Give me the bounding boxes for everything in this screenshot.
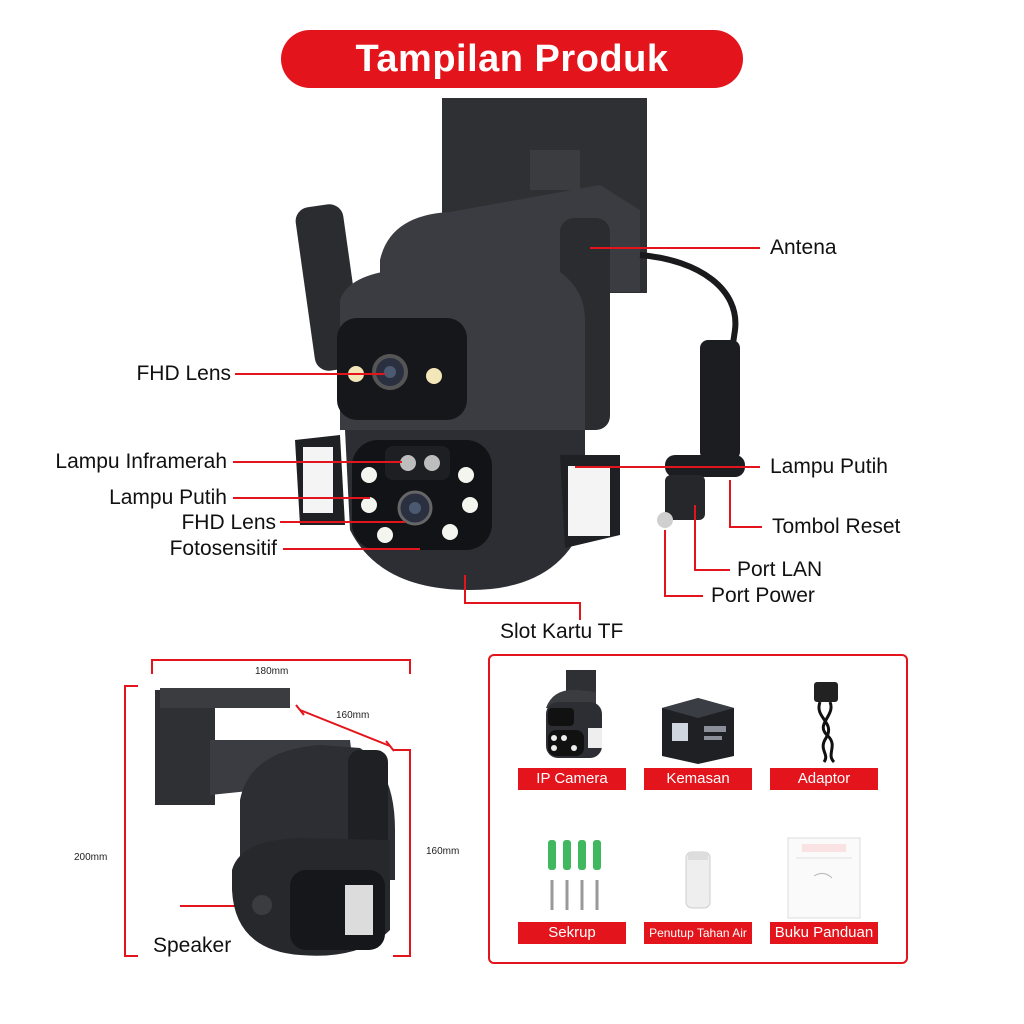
accessory-label: Buku Panduan bbox=[770, 922, 878, 944]
label-slot-kartu-tf: Slot Kartu TF bbox=[500, 620, 624, 643]
accessory-kemasan: Kemasan bbox=[644, 668, 756, 790]
accessory-penutup-tahan-air: Penutup Tahan Air bbox=[644, 822, 756, 944]
camera-icon bbox=[546, 670, 602, 758]
label-port-lan: Port LAN bbox=[737, 558, 823, 581]
accessory-label: IP Camera bbox=[518, 768, 626, 790]
accessory-label: Penutup Tahan Air bbox=[644, 922, 752, 944]
label-antena: Antena bbox=[770, 236, 837, 259]
accessory-sekrup: Sekrup bbox=[518, 822, 630, 944]
dimension-height-body: 160mm bbox=[426, 846, 460, 857]
label-fotosensitif: Fotosensitif bbox=[169, 537, 277, 560]
accessory-buku-panduan: Buku Panduan bbox=[770, 822, 882, 944]
label-fhd-lens-top: FHD Lens bbox=[136, 362, 231, 385]
dimension-height-total: 200mm bbox=[74, 852, 108, 863]
accessories-panel: IP Camera Kemasan Adaptor bbox=[488, 654, 908, 964]
dimension-figure bbox=[124, 659, 411, 957]
accessory-ip-camera: IP Camera bbox=[518, 668, 630, 790]
label-fhd-lens-bottom: FHD Lens bbox=[181, 511, 276, 534]
label-tombol-reset: Tombol Reset bbox=[772, 515, 901, 538]
label-speaker: Speaker bbox=[153, 934, 232, 957]
page-title: Tampilan Produk bbox=[281, 30, 743, 88]
accessory-label: Kemasan bbox=[644, 768, 752, 790]
label-lampu-putih-right: Lampu Putih bbox=[770, 455, 888, 478]
label-lampu-inframerah: Lampu Inframerah bbox=[55, 450, 227, 473]
camera-illustration bbox=[233, 98, 762, 620]
adapter-icon bbox=[814, 682, 838, 764]
box-icon bbox=[662, 698, 734, 764]
screws-icon bbox=[548, 840, 601, 910]
label-lampu-putih-left: Lampu Putih bbox=[109, 486, 227, 509]
dimension-width: 180mm bbox=[255, 666, 289, 677]
waterproof-cap-icon bbox=[685, 851, 711, 909]
label-port-power: Port Power bbox=[711, 584, 815, 607]
accessory-label: Sekrup bbox=[518, 922, 626, 944]
accessory-label: Adaptor bbox=[770, 768, 878, 790]
dimension-depth: 160mm bbox=[336, 710, 370, 721]
manual-icon bbox=[787, 837, 861, 919]
callout-lines bbox=[233, 247, 762, 620]
accessory-adaptor: Adaptor bbox=[770, 668, 882, 790]
